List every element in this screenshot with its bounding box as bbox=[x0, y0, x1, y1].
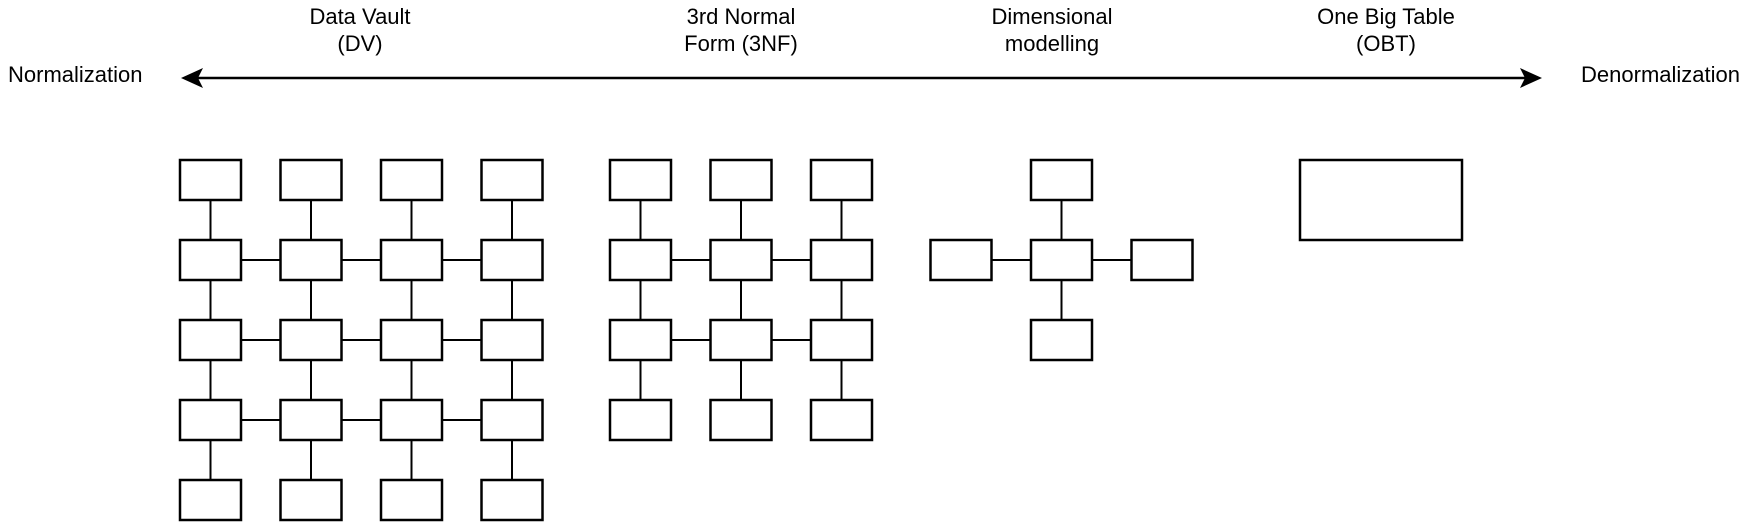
data-vault-entity-box bbox=[279, 238, 343, 282]
third-normal-form-entity-box bbox=[608, 318, 673, 362]
axis-label-normalization: Normalization bbox=[8, 62, 143, 87]
data-vault-entity-box bbox=[279, 318, 343, 362]
third-normal-form-entity-box bbox=[809, 238, 874, 282]
data-vault-entity-box bbox=[480, 238, 544, 282]
title-third-normal-form: 3rd Normal Form (3NF) bbox=[684, 4, 798, 56]
dimensional-modelling-dimension-box-bottom bbox=[1029, 318, 1094, 362]
data-vault-entity-box bbox=[178, 478, 243, 522]
title-one-big-table: One Big Table (OBT) bbox=[1317, 4, 1455, 56]
third-normal-form-entity-box bbox=[608, 238, 673, 282]
third-normal-form-entity-box bbox=[709, 238, 773, 282]
data-vault-entity-box bbox=[480, 318, 544, 362]
dimensional-modelling-fact-box bbox=[1029, 238, 1094, 282]
data-vault-entity-box bbox=[379, 398, 444, 442]
data-vault-entity-box bbox=[279, 158, 343, 202]
data-vault-entity-box bbox=[480, 158, 544, 202]
dimensional-modelling-dimension-box-left bbox=[929, 238, 993, 282]
dimensional-modelling-dimension-box-top bbox=[1029, 158, 1094, 202]
one-big-table-big-table-box bbox=[1298, 158, 1464, 242]
data-vault-entity-box bbox=[178, 318, 243, 362]
third-normal-form-entity-box bbox=[709, 158, 773, 202]
data-vault-entity-box bbox=[480, 478, 544, 522]
title-dimensional-modelling: Dimensional modelling bbox=[991, 4, 1113, 56]
data-vault-entity-box bbox=[379, 318, 444, 362]
dimensional-modelling-dimension-box-right bbox=[1130, 238, 1194, 282]
data-vault-entity-box bbox=[379, 158, 444, 202]
third-normal-form-entity-box bbox=[709, 398, 773, 442]
data-vault-entity-box bbox=[178, 158, 243, 202]
third-normal-form-entity-box bbox=[809, 398, 874, 442]
data-vault-entity-box bbox=[279, 398, 343, 442]
data-vault-entity-box bbox=[379, 238, 444, 282]
arrowhead-left-icon bbox=[181, 68, 203, 88]
data-vault-entity-box bbox=[279, 478, 343, 522]
axis-label-denormalization: Denormalization bbox=[1581, 62, 1740, 87]
title-data-vault: Data Vault (DV) bbox=[309, 4, 411, 56]
third-normal-form-entity-box bbox=[709, 318, 773, 362]
data-vault-entity-box bbox=[480, 398, 544, 442]
arrowhead-right-icon bbox=[1520, 68, 1542, 88]
data-vault-entity-box bbox=[178, 238, 243, 282]
third-normal-form-entity-box bbox=[809, 318, 874, 362]
third-normal-form-entity-box bbox=[809, 158, 874, 202]
data-vault-entity-box bbox=[178, 398, 243, 442]
data-vault-entity-box bbox=[379, 478, 444, 522]
third-normal-form-entity-box bbox=[608, 158, 673, 202]
third-normal-form-entity-box bbox=[608, 398, 673, 442]
